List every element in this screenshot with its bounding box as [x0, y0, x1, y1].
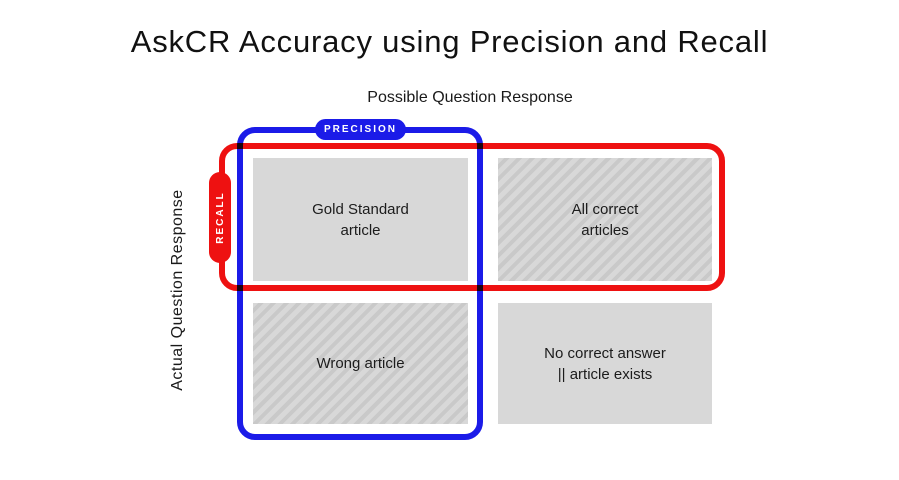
matrix-cell-no-correct-answer: No correct answer || article exists — [498, 303, 712, 424]
top-axis-label: Possible Question Response — [367, 89, 573, 106]
matrix-cell-wrong-article: Wrong article — [253, 303, 468, 424]
page-title: AskCR Accuracy using Precision and Recal… — [130, 24, 769, 59]
matrix-cell-gold-standard-article: Gold Standard article — [253, 158, 468, 281]
matrix-cell-all-correct-articles: All correct articles — [498, 158, 712, 281]
recall-outline — [219, 143, 725, 291]
recall-badge: RECALL — [209, 172, 231, 263]
left-axis-label: Actual Question Response — [169, 189, 186, 391]
recall-badge-label: RECALL — [214, 191, 226, 244]
precision-badge: PRECISION — [315, 119, 406, 140]
